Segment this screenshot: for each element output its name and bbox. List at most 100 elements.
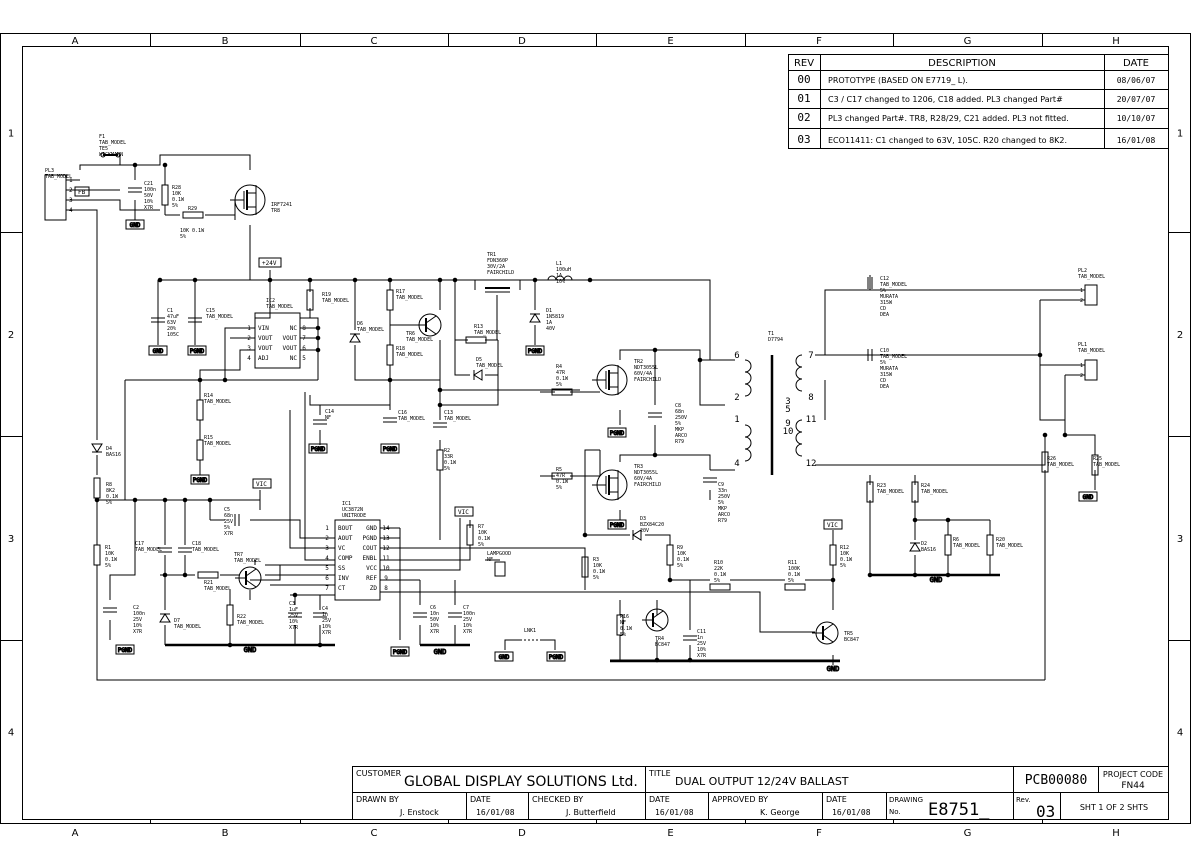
label-r29v-line: 5%: [180, 234, 186, 240]
ic1-pin-name: AOUT: [338, 535, 353, 542]
junction-dot: [652, 347, 658, 353]
pgnd-symbol-label: PGND: [118, 647, 133, 654]
label-c1-line: 47uF: [167, 314, 179, 320]
pgnd-symbol: PGND: [380, 443, 400, 454]
t1-pin-number: 7: [808, 351, 813, 361]
label-tr8-line: IRF7241: [271, 202, 292, 208]
label-fb: FB: [74, 186, 90, 197]
label-r6-line: R6: [953, 537, 959, 543]
label-c10-line: CD: [880, 378, 886, 384]
label-lampgood-line: LAMPGOOD: [487, 551, 511, 557]
label-c6-line: 10%: [430, 623, 439, 629]
junction-dot: [267, 277, 273, 283]
label-ic1-line: IC1: [342, 501, 351, 507]
label-pl2-line: PL2: [1078, 268, 1087, 274]
label-c3-line: 25V: [289, 613, 298, 619]
junction-dot: [532, 277, 538, 283]
label-c9-line: R79: [718, 518, 727, 524]
rev-row-number: 01: [797, 92, 810, 105]
label-r29v: 10K 0.1W5%: [180, 228, 205, 240]
label-r7-line: 5%: [478, 542, 484, 548]
t1-pin-number: 6: [734, 351, 739, 361]
ic1-pin-name: ZD: [370, 585, 378, 592]
ic1-pin-number: 6: [325, 575, 329, 582]
approved-date-label: DATE: [826, 795, 847, 804]
label-r19-line: R19: [322, 292, 331, 298]
label-c17-line: TAB_MODEL: [135, 547, 162, 553]
lampgood-connector: [494, 561, 506, 577]
label-tr1-line: TR1: [487, 252, 496, 258]
junction-dot: [162, 162, 168, 168]
label-c9-line: MKP: [718, 506, 727, 512]
rev-row-description: C3 / C17 changed to 1206, C18 added. PL3…: [828, 95, 1063, 104]
label-c21-line: C21: [144, 181, 153, 187]
label-tr3-line: 60V/4A: [634, 476, 652, 482]
label-r10-line: 22K: [714, 566, 723, 572]
label-r28-line: 5%: [172, 203, 178, 209]
label-lnk1: LNK1: [524, 628, 536, 634]
label-c5-line: 5%: [224, 525, 230, 531]
resistor-r25: [1091, 454, 1099, 476]
label-tr7-line: TR7: [234, 552, 243, 558]
junction-dot: [182, 572, 188, 578]
label-d3-line: D3: [640, 516, 646, 522]
gnd-symbol-label: GND: [153, 348, 164, 355]
label-r5-line: 5%: [556, 485, 562, 491]
label-r24-line: TAB_MODEL: [921, 489, 948, 495]
rev-row-date: 08/06/07: [1117, 76, 1156, 85]
capacitor-c10: [867, 349, 873, 361]
label-c1-line: C1: [167, 308, 173, 314]
ic1-pin-number: 4: [325, 555, 329, 562]
junction-dot: [307, 277, 313, 283]
zener-d3: [632, 529, 642, 541]
rev-label: Rev.: [1016, 796, 1031, 804]
label-c2-line: 10%: [133, 623, 142, 629]
capacitor-c8: [648, 412, 662, 418]
label-tr4-line: TR4: [655, 636, 664, 642]
label-r9-line: 0.1W: [677, 557, 690, 563]
label-c9-line: C9: [718, 482, 724, 488]
gnd-symbol: GND: [1078, 491, 1098, 502]
label-r3-line: 5%: [593, 575, 599, 581]
grid-col-h-bottom: H: [1112, 828, 1120, 839]
junction-dot: [452, 277, 458, 283]
label-r26-line: TAB_MODEL: [1047, 462, 1074, 468]
resistor-r13: [465, 336, 487, 344]
pl3-pin-number: 1: [69, 177, 73, 184]
label-d6-line: TAB_MODEL: [357, 327, 384, 333]
label-c4-line: 25V: [322, 618, 331, 624]
label-r18-line: TAB_MODEL: [396, 352, 423, 358]
label-r15-line: TAB_MODEL: [204, 441, 231, 447]
diode-d5: [473, 369, 483, 381]
net-flag-vic2: [454, 506, 474, 517]
pgnd-symbol: PGND: [607, 427, 627, 438]
label-r11-line: 100K: [788, 566, 800, 572]
label-c12-line: MURATA: [880, 294, 898, 300]
gnd-symbol-label: GND: [499, 654, 510, 661]
label-r1-line: R1: [105, 545, 111, 551]
resistor-r10: [709, 583, 731, 591]
grid-row-3-left: 3: [8, 534, 14, 545]
label-c9-line: 250V: [718, 494, 730, 500]
wires: [66, 154, 1096, 681]
drawn-by-label: DRAWN BY: [356, 795, 399, 804]
ic2-pin-number: 1: [247, 325, 251, 332]
label-c1-line: 63V: [167, 320, 176, 326]
resistor-r5: [551, 472, 573, 480]
checked-date-label: DATE: [649, 795, 670, 804]
